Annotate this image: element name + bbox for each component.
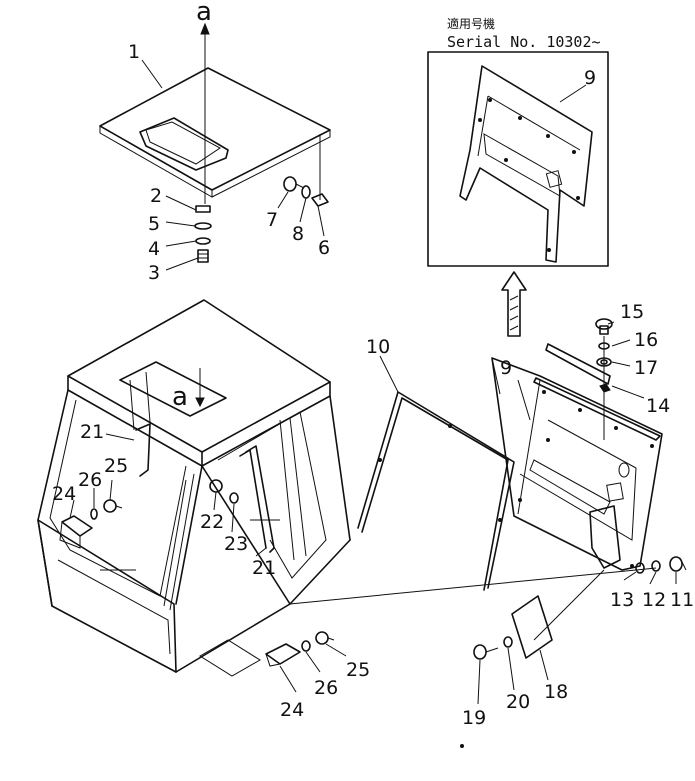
view-label-cab: a (172, 382, 188, 412)
callout-17: 17 (634, 357, 658, 379)
roof-hardware (194, 176, 329, 263)
callout-26-bottom: 26 (314, 677, 338, 699)
callout-25-bottom: 25 (346, 659, 370, 681)
callout-6: 6 (318, 237, 330, 259)
callout-11: 11 (670, 589, 694, 611)
roof-cover-part-1 (99, 22, 331, 204)
handrail-part-21 (239, 445, 280, 553)
callout-2: 2 (150, 185, 162, 207)
callout-21-left: 21 (80, 421, 104, 443)
inset-panel: 適用号機 Serial No. 10302~ (427, 16, 609, 267)
callout-12: 12 (642, 589, 666, 611)
panel-hardware-top (545, 318, 613, 440)
callout-15: 15 (620, 301, 644, 323)
view-label-top: a (196, 0, 212, 27)
reference-arrow (501, 271, 527, 337)
callout-5: 5 (148, 213, 160, 235)
cover-plate-part-18 (473, 569, 605, 660)
leader-line (289, 567, 657, 605)
callout-22: 22 (200, 511, 224, 533)
cab-body (37, 299, 351, 677)
callout-1: 1 (128, 41, 140, 63)
callout-24-bottom: 24 (280, 699, 304, 721)
callout-26-left: 26 (78, 469, 102, 491)
callout-20: 20 (506, 691, 530, 713)
callout-13: 13 (610, 589, 634, 611)
callout-21-right: 21 (252, 557, 276, 579)
callout-numbers: 1 2 3 4 5 6 7 8 9 9 10 11 12 13 14 15 16… (52, 41, 694, 729)
callout-7: 7 (266, 209, 278, 231)
callout-leaders (69, 59, 677, 705)
callout-8: 8 (292, 223, 304, 245)
panel-hardware-side (635, 556, 687, 574)
callout-16: 16 (634, 329, 658, 351)
inset-header-jp: 適用号機 (447, 16, 495, 31)
inset-serial: Serial No. 10302~ (447, 33, 601, 51)
handrail-left (135, 423, 151, 477)
callout-23: 23 (224, 533, 248, 555)
callout-9-inset: 9 (584, 67, 596, 89)
bracket-bottom (265, 631, 335, 667)
inset-frame (427, 51, 609, 267)
bracket-left (59, 499, 123, 549)
callout-9: 9 (500, 357, 512, 379)
callout-18: 18 (544, 681, 568, 703)
callout-14: 14 (646, 395, 670, 417)
rear-panel-part-9 (491, 357, 663, 571)
callout-3: 3 (148, 262, 160, 284)
callout-4: 4 (148, 238, 160, 260)
callout-10: 10 (366, 336, 390, 358)
seal-strip-part-10 (357, 391, 515, 591)
callout-25-left: 25 (104, 455, 128, 477)
callout-24-left: 24 (52, 483, 76, 505)
stray-mark (460, 744, 464, 748)
callout-19: 19 (462, 707, 486, 729)
